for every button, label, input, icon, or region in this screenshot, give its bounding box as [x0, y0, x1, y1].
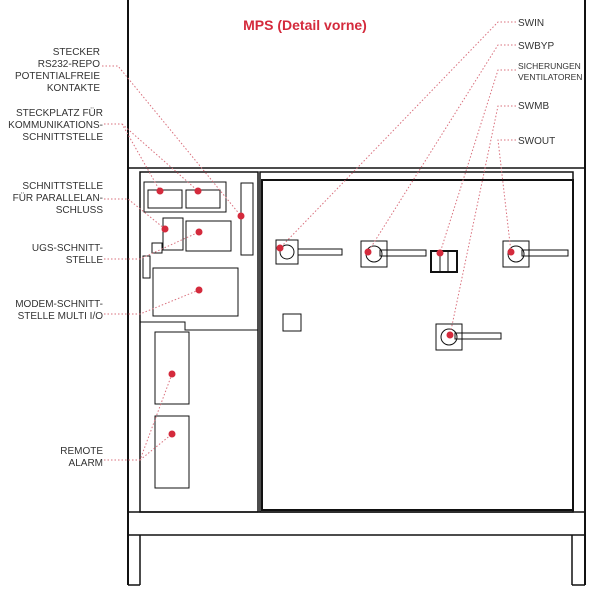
label-remote-alarm: ALARM — [69, 458, 103, 469]
label-modem: MODEM-SCHNITT- — [15, 299, 103, 310]
label-parallel: SCHLUSS — [56, 205, 104, 216]
switch-swmb — [435, 323, 502, 351]
marker-dots — [156, 187, 515, 438]
label-steckplatz: SCHNITTSTELLE — [22, 132, 103, 143]
label-steckplatz: STECKPLATZ FÜR — [16, 107, 103, 119]
label-swout: SWOUT — [518, 136, 555, 147]
label-parallel: FÜR PARALLELAN- — [13, 192, 103, 204]
right-labels: SWIN SWBYP SICHERUNGEN VENTILATOREN SWMB… — [518, 18, 582, 147]
label-ugs: STELLE — [66, 255, 104, 266]
label-stecker: KONTAKTE — [47, 83, 100, 94]
label-steckplatz: KOMMUNIKATIONS- — [8, 120, 103, 131]
cabinet-outline — [127, 0, 586, 586]
fan-fuses — [430, 250, 458, 273]
label-sicherungen: VENTILATOREN — [518, 72, 582, 82]
left-labels: STECKER RS232-REPO POTENTIALFREIE KONTAK… — [8, 47, 103, 469]
label-stecker: POTENTIALFREIE — [15, 71, 100, 82]
label-sicherungen: SICHERUNGEN — [518, 61, 581, 71]
leader-lines — [102, 21, 516, 461]
switch-swin — [275, 239, 343, 265]
label-modem: STELLE MULTI I/O — [18, 311, 104, 322]
label-swin: SWIN — [518, 18, 544, 29]
label-stecker: RS232-REPO — [38, 59, 100, 70]
label-swmb: SWMB — [518, 101, 549, 112]
label-remote-alarm: REMOTE — [60, 446, 103, 457]
label-ugs: UGS-SCHNITT- — [32, 243, 103, 254]
label-swbyp: SWBYP — [518, 41, 554, 52]
left-panel-components — [140, 181, 302, 489]
switch-swout — [502, 240, 569, 268]
diagram-title: MPS (Detail vorne) — [243, 17, 367, 33]
label-stecker: STECKER — [53, 47, 100, 58]
label-parallel: SCHNITTSTELLE — [22, 181, 103, 192]
